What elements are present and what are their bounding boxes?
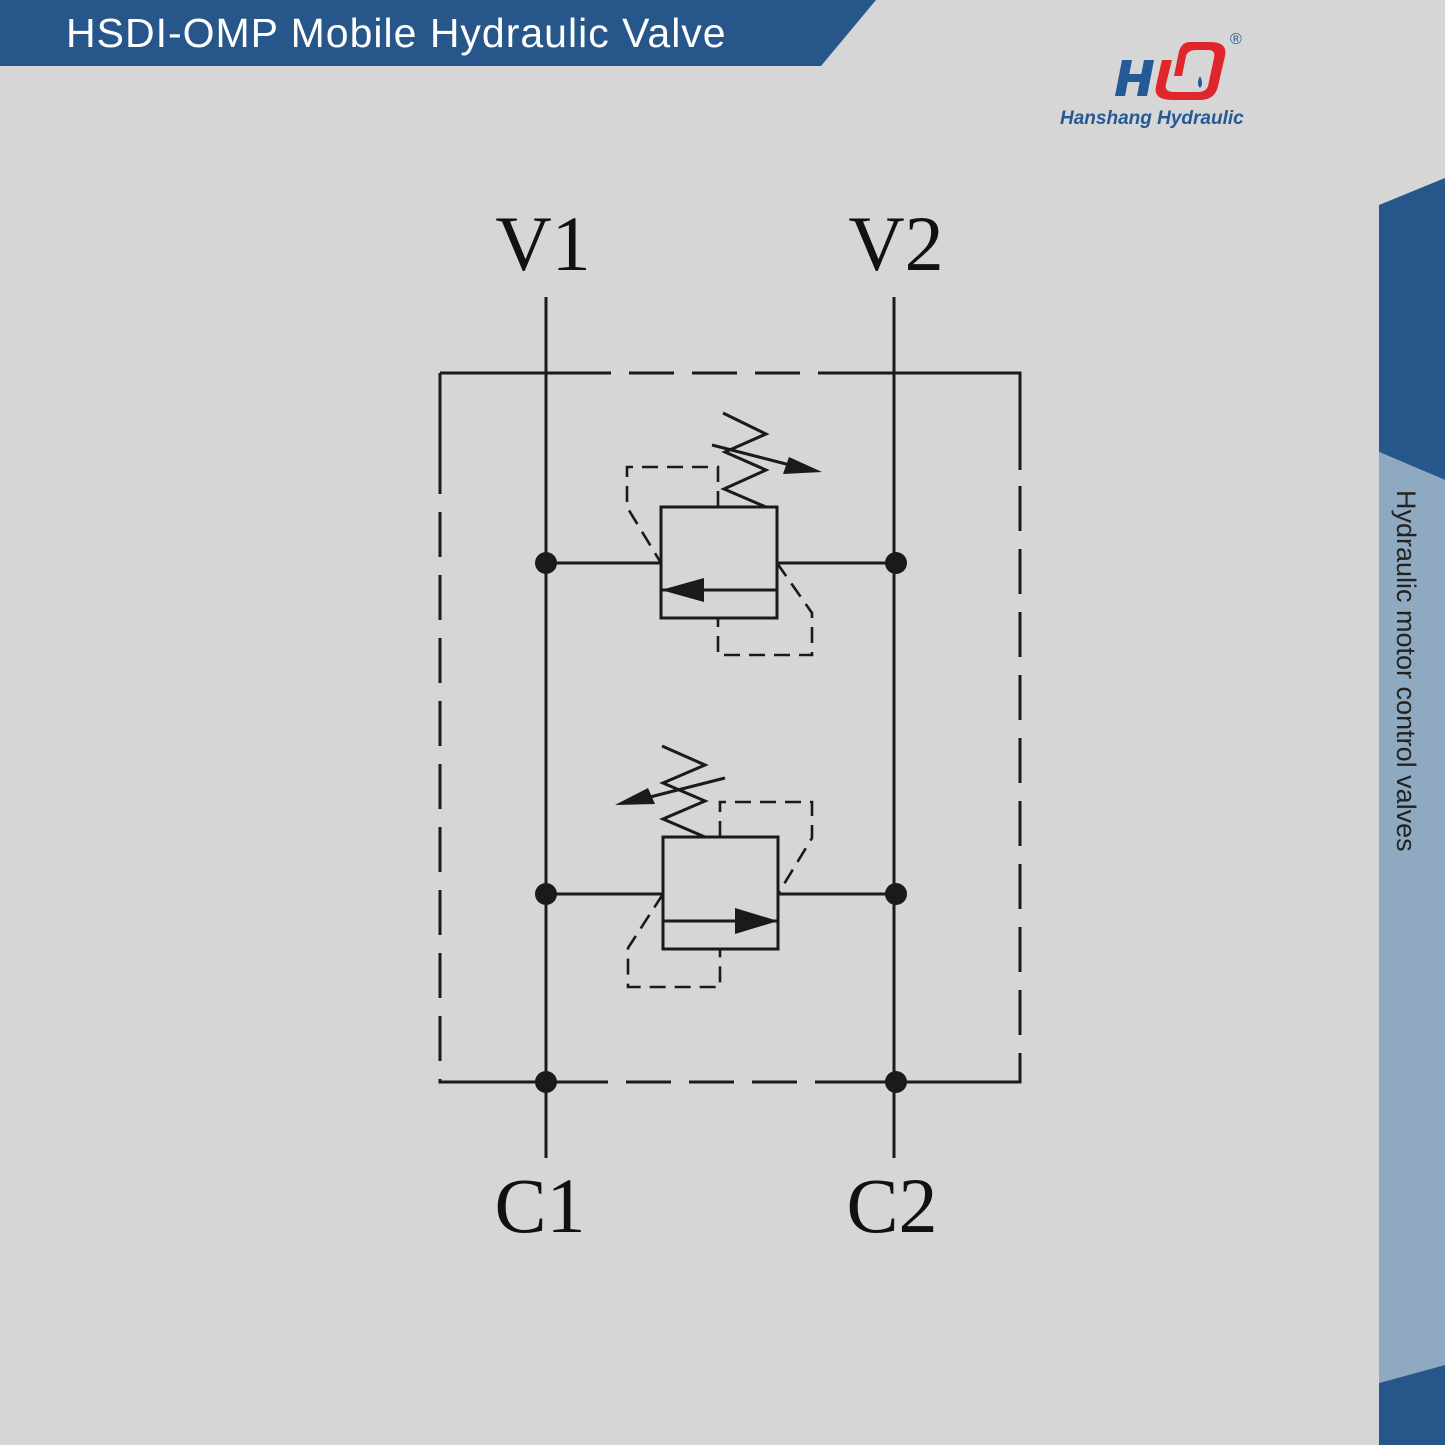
spring-icon	[720, 411, 770, 509]
sidebar-label: Hydraulic motor control valves	[1391, 490, 1421, 852]
registered-mark: ®	[1230, 31, 1242, 48]
header-banner	[0, 0, 876, 66]
relief-valve-bottom	[546, 744, 896, 989]
main-lines	[544, 297, 896, 1158]
adjustable-arrow-icon	[783, 457, 822, 474]
port-label-v2: V2	[848, 200, 943, 287]
sidebar-band	[1379, 178, 1445, 1445]
valve-body-outline	[438, 371, 1022, 1084]
spring-icon	[659, 744, 709, 839]
flow-arrow-left-icon	[661, 578, 704, 602]
flow-arrow-right-icon	[735, 908, 778, 934]
brand-name: Hanshang Hydraulic	[1060, 108, 1244, 129]
port-label-c2: C2	[846, 1162, 937, 1249]
port-label-v1: V1	[495, 200, 590, 287]
port-label-c1: C1	[494, 1162, 585, 1249]
page-title: HSDI-OMP Mobile Hydraulic Valve	[66, 10, 727, 56]
brand-logo: ®	[1115, 31, 1242, 100]
relief-valve-top	[546, 411, 896, 657]
logo-mark-icon	[1115, 42, 1226, 100]
adjustable-arrow-icon	[615, 788, 655, 805]
